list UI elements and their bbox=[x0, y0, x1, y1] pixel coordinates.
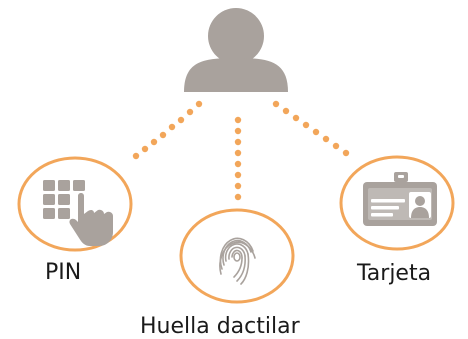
card-node bbox=[339, 155, 455, 251]
fingerprint-label: Huella dactilar bbox=[140, 314, 300, 339]
connector-user-fingerprint bbox=[234, 116, 242, 201]
card-label: Tarjeta bbox=[357, 261, 432, 286]
pin-node bbox=[17, 156, 133, 252]
fingerprint-node bbox=[179, 208, 295, 304]
id-card-icon bbox=[363, 172, 437, 226]
fingerprint-icon bbox=[219, 237, 256, 285]
pin-label: PIN bbox=[45, 260, 82, 285]
keypad-finger-icon bbox=[43, 180, 113, 246]
connector-user-pin bbox=[132, 100, 203, 160]
connector-user-card bbox=[272, 100, 350, 157]
pin-ring bbox=[17, 156, 133, 252]
user-icon bbox=[184, 8, 288, 92]
fingerprint-ring bbox=[179, 208, 295, 304]
